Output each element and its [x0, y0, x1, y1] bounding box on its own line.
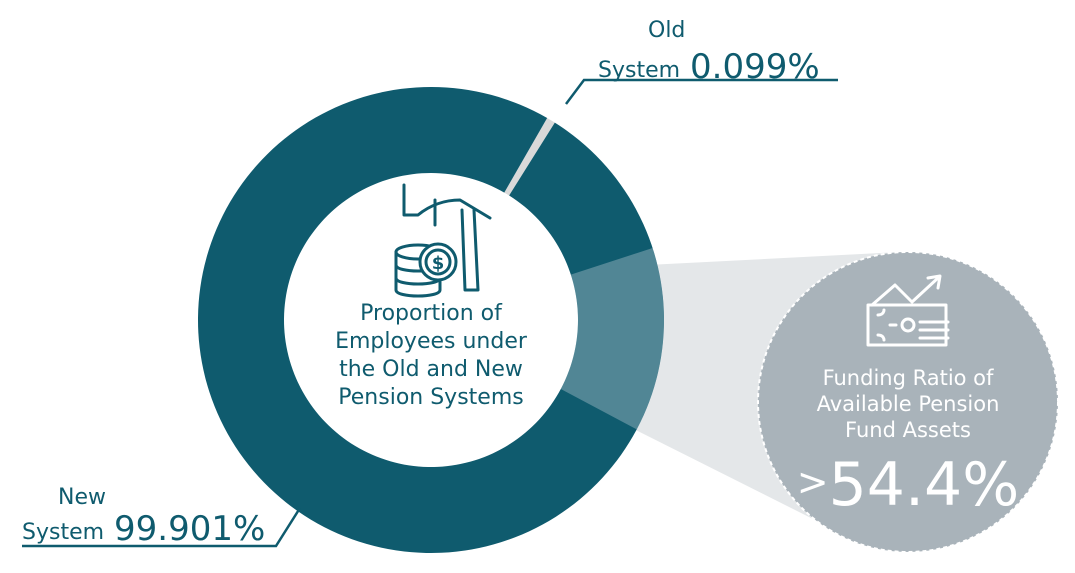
old-system-slice [504, 118, 555, 196]
old-label-line2: System [598, 58, 681, 83]
callout-title-line: Funding Ratio of [822, 366, 994, 390]
callout-prefix: > [796, 460, 829, 504]
new-system-value: 99.901% [114, 509, 266, 549]
chart-title: Proportion of Employees under the Old an… [310, 300, 552, 412]
title-line: the Old and New [339, 357, 523, 382]
callout-value-text: 54.4% [828, 450, 1020, 520]
old-system-value: 0.099% [690, 47, 820, 87]
new-label-line1: New [58, 485, 106, 510]
dollar-icon: $ [432, 253, 445, 274]
title-line: Proportion of [360, 301, 502, 326]
new-system-label: New [58, 485, 106, 511]
new-system-value-row: System 99.901% [22, 512, 265, 546]
old-system-value-row: System 0.099% [598, 50, 820, 84]
callout-highlight-sector [560, 247, 664, 430]
new-system-slice [198, 87, 665, 554]
callout-circle [757, 251, 1059, 553]
new-label-line2: System [22, 520, 105, 545]
pension-coins-cane-icon [394, 183, 492, 298]
title-line: Employees under [335, 329, 527, 354]
title-line: Pension Systems [338, 385, 524, 410]
callout-title-line: Fund Assets [845, 418, 971, 442]
money-growth-icon [866, 274, 950, 347]
old-system-leader-line [565, 78, 838, 105]
new-system-leader-line [22, 507, 302, 548]
callout-title: Funding Ratio of Available Pension Fund … [783, 365, 1033, 443]
callout-title-line: Available Pension [816, 392, 1000, 416]
old-label-line1: Old [648, 18, 686, 43]
old-system-label: Old [648, 18, 685, 44]
callout-value: >54.4% [783, 450, 1033, 517]
